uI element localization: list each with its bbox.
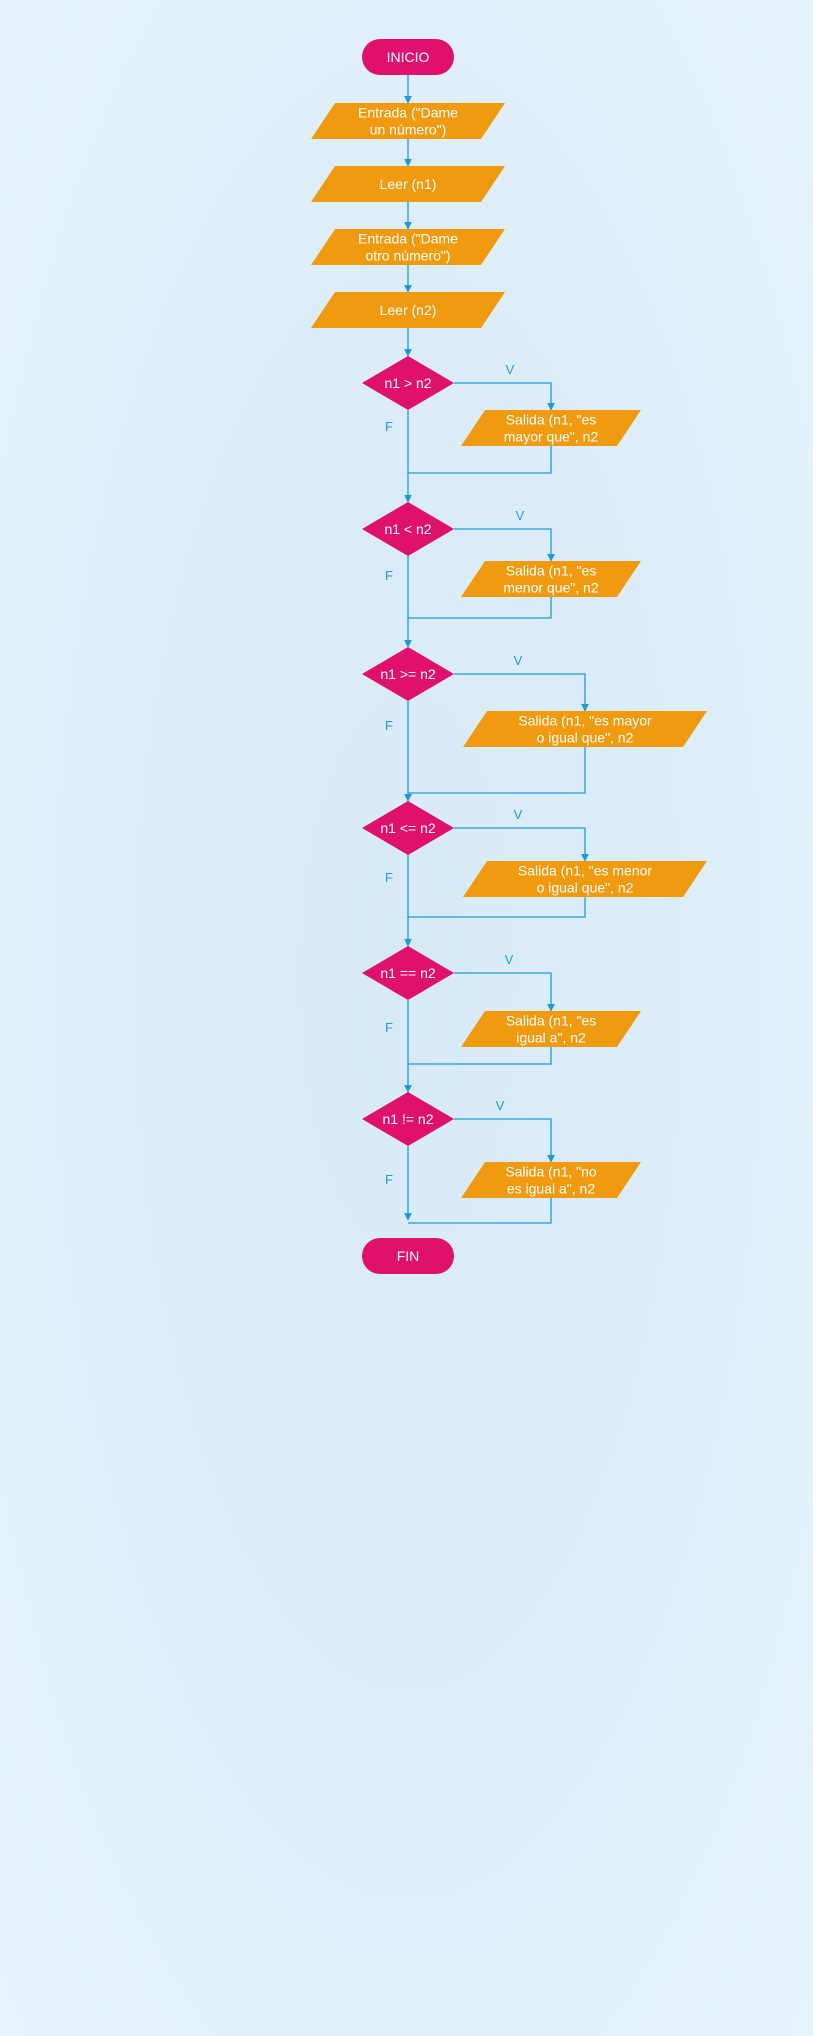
output-d4-label-line-1: Salida (n1, "es menor <box>518 863 652 879</box>
output-d1-label-line-2: mayor que", n2 <box>504 429 599 445</box>
edge-merge-d3 <box>408 747 586 794</box>
decision-d1-label: n1 > n2 <box>384 375 431 391</box>
output-d2-label-line-2: menor que", n2 <box>503 580 598 596</box>
edge-true-d4 <box>454 827 589 862</box>
edge-merge-d1 <box>408 446 552 474</box>
right-border-strip <box>813 0 816 2036</box>
decision-d6: n1 != n2 <box>362 1092 454 1146</box>
connector-lines: V F V F V F V F V F V F <box>385 75 589 1224</box>
decision-d2-label: n1 < n2 <box>384 521 431 537</box>
end-terminal-shape <box>362 1238 454 1274</box>
node-in1-shape <box>311 103 505 139</box>
decision-d1: n1 > n2 <box>362 356 454 410</box>
edge-true-d2 <box>454 528 555 562</box>
node-in1-label-line-1: Entrada ("Dame <box>358 105 458 121</box>
false-label-d5: F <box>385 1020 393 1035</box>
false-label-d2: F <box>385 568 393 583</box>
node-read1-shape <box>311 166 505 202</box>
node-read1: Leer (n1) <box>311 166 505 202</box>
decision-d6-label: n1 != n2 <box>383 1111 434 1127</box>
output-d6-label-line-2: es igual a", n2 <box>507 1181 595 1197</box>
output-d2-shape <box>461 561 641 597</box>
true-label-d1: V <box>506 362 515 377</box>
edge-true-d3 <box>454 673 589 712</box>
node-read2-shape <box>311 292 505 328</box>
output-d6-shape <box>461 1162 641 1198</box>
decision-d4-shape <box>362 801 454 855</box>
decision-d5-shape <box>362 946 454 1000</box>
start-terminal-shape <box>362 39 454 75</box>
decision-d4-label: n1 <= n2 <box>380 820 435 836</box>
output-d1-shape <box>461 410 641 446</box>
true-label-d3: V <box>514 653 523 668</box>
output-d4-shape <box>463 861 707 897</box>
edge-merge-d2 <box>408 597 552 619</box>
edge-merge-d5 <box>408 1047 552 1065</box>
end-terminal-label: FIN <box>397 1248 420 1264</box>
edge-merge-d4 <box>408 897 586 918</box>
false-label-d1: F <box>385 419 393 434</box>
output-d5-label-line-1: Salida (n1, "es <box>506 1013 597 1029</box>
node-read2-label-line-1: Leer (n2) <box>380 302 437 318</box>
output-d6-label-line-1: Salida (n1, "no <box>505 1164 597 1180</box>
node-read2: Leer (n2) <box>311 292 505 328</box>
decision-d3-shape <box>362 647 454 701</box>
node-in2-label-line-2: otro número") <box>365 248 450 264</box>
end-terminal: FIN <box>362 1238 454 1274</box>
output-d5-shape <box>461 1011 641 1047</box>
decision-d2: n1 < n2 <box>362 502 454 556</box>
decision-d4: n1 <= n2 <box>362 801 454 855</box>
node-read1-label-line-1: Leer (n1) <box>380 176 437 192</box>
start-terminal-label: INICIO <box>387 49 430 65</box>
node-in1-label-line-2: un número") <box>370 122 447 138</box>
true-label-d4: V <box>514 807 523 822</box>
edge-merge-d6 <box>408 1198 552 1224</box>
output-d1-label-line-1: Salida (n1, "es <box>506 412 597 428</box>
decision-d6-shape <box>362 1092 454 1146</box>
decision-d5: n1 == n2 <box>362 946 454 1000</box>
node-in2-shape <box>311 229 505 265</box>
output-d4-label-line-2: o igual que", n2 <box>537 880 634 896</box>
true-label-d5: V <box>505 952 514 967</box>
decision-d3: n1 >= n2 <box>362 647 454 701</box>
edge-true-d6 <box>454 1118 555 1163</box>
decision-d3-label: n1 >= n2 <box>380 666 435 682</box>
output-d3-label-line-1: Salida (n1, "es mayor <box>518 713 652 729</box>
output-d5-label-line-2: igual a", n2 <box>516 1030 586 1046</box>
decision-d5-label: n1 == n2 <box>380 965 435 981</box>
decision-d2-shape <box>362 502 454 556</box>
false-label-d3: F <box>385 718 393 733</box>
false-label-d4: F <box>385 870 393 885</box>
true-label-d2: V <box>516 508 525 523</box>
output-d2-label-line-1: Salida (n1, "es <box>506 563 597 579</box>
output-d3-shape <box>463 711 707 747</box>
start-terminal: INICIO <box>362 39 454 75</box>
decision-d1-shape <box>362 356 454 410</box>
false-label-d6: F <box>385 1172 393 1187</box>
edge-true-d1 <box>454 382 555 411</box>
output-d3-label-line-2: o igual que", n2 <box>537 730 634 746</box>
node-in2-label-line-1: Entrada ("Dame <box>358 231 458 247</box>
edge-true-d5 <box>454 972 555 1012</box>
true-label-d6: V <box>496 1098 505 1113</box>
